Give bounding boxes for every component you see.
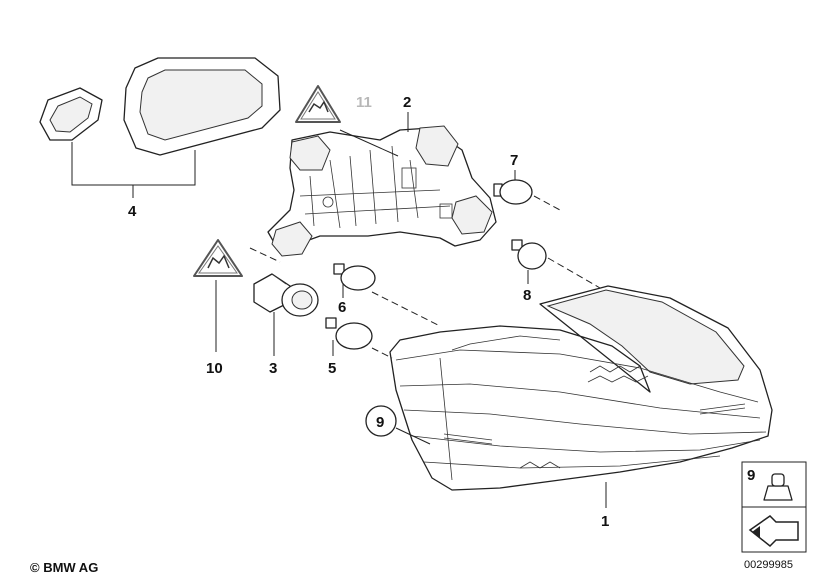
bulb-7 bbox=[493, 179, 533, 205]
callout-4: 4 bbox=[128, 203, 137, 220]
inset-panel: 9 bbox=[741, 461, 807, 553]
callout-6: 6 bbox=[338, 299, 346, 316]
gasket-large bbox=[123, 57, 281, 156]
bulb-carrier bbox=[267, 125, 497, 257]
clip-nut bbox=[763, 473, 793, 501]
leader-lines bbox=[215, 112, 607, 508]
bulb-8 bbox=[511, 239, 547, 270]
callout-11: 11 bbox=[356, 94, 372, 111]
copyright: © BMW AG bbox=[30, 560, 98, 575]
assembly-lines bbox=[249, 195, 601, 359]
bulb-5 bbox=[325, 317, 373, 350]
callout-8: 8 bbox=[523, 287, 531, 304]
warning-triangle-icon bbox=[295, 85, 341, 123]
callout-7: 7 bbox=[510, 152, 518, 169]
callout-5: 5 bbox=[328, 360, 336, 377]
callout-9: 9 bbox=[376, 414, 384, 431]
leader-4 bbox=[71, 142, 196, 198]
inset-callout-9: 9 bbox=[747, 467, 755, 484]
callout-10: 10 bbox=[206, 360, 223, 377]
reference-number: 00299985 bbox=[744, 559, 793, 571]
rear-light-housing bbox=[389, 285, 773, 491]
reflector-pattern bbox=[443, 365, 746, 469]
callout-9-circle: 9 bbox=[365, 405, 397, 437]
bulb-socket-3 bbox=[253, 273, 319, 317]
callout-3: 3 bbox=[269, 360, 277, 377]
orientation-arrow-icon bbox=[748, 515, 799, 548]
bulb-6 bbox=[333, 263, 376, 291]
gasket-small bbox=[39, 87, 103, 141]
callout-2: 2 bbox=[403, 94, 411, 111]
callout-1: 1 bbox=[601, 513, 609, 530]
warning-triangle-icon bbox=[193, 239, 243, 277]
